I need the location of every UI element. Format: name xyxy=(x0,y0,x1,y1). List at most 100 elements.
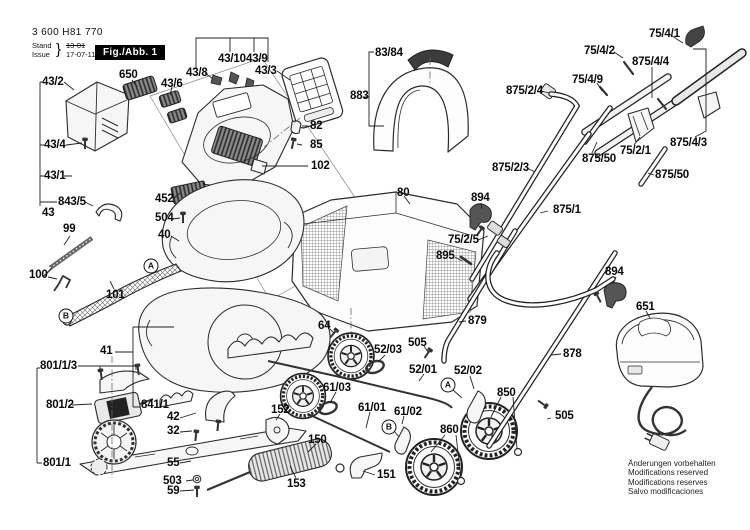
part-label-452: 452 xyxy=(155,193,174,205)
part-label-75-2-5: 75/2/5 xyxy=(448,234,479,246)
part-label-651: 651 xyxy=(636,301,655,313)
part-label-82: 82 xyxy=(310,120,323,132)
part-label-42: 42 xyxy=(167,411,180,423)
part-label-801-1-3: 801/1/3 xyxy=(40,360,77,372)
part-label-151: 151 xyxy=(377,469,396,481)
part-label-52-01: 52/01 xyxy=(409,364,437,376)
issue-label: Issue xyxy=(32,49,50,59)
construction-lines xyxy=(111,58,431,478)
hook-843-5 xyxy=(95,203,123,222)
motor-assembly xyxy=(90,370,154,476)
wedge-102 xyxy=(250,158,268,175)
nut-503 xyxy=(192,474,202,484)
part-label-894-a: 894 xyxy=(471,192,490,204)
part-label-801-2: 801/2 xyxy=(46,399,74,411)
control-cover xyxy=(281,57,344,129)
part-label-43-6: 43/6 xyxy=(161,78,183,90)
blade xyxy=(79,427,307,476)
part-label-503: 503 xyxy=(163,475,182,487)
marker-a-1: A xyxy=(143,258,159,274)
part-label-80: 80 xyxy=(397,187,410,199)
roller-axle-stub xyxy=(335,463,345,473)
battery-cell-43-6 xyxy=(158,90,188,124)
part-label-875-2-3: 875/2/3 xyxy=(492,162,529,174)
part-label-43-1: 43/1 xyxy=(44,170,66,182)
carry-handle xyxy=(373,67,469,153)
lever-894-b xyxy=(603,282,627,309)
marker-b-1: B xyxy=(58,308,74,324)
part-label-875-4-4: 875/4/4 xyxy=(632,56,669,68)
part-label-150: 150 xyxy=(308,434,327,446)
part-label-875-4-3: 875/4/3 xyxy=(670,137,707,149)
issue-brace: } xyxy=(56,41,62,58)
clamp-75-2-1 xyxy=(627,107,655,143)
leader-lines-left xyxy=(39,81,181,290)
part-label-875-50-b: 875/50 xyxy=(655,169,689,181)
part-label-41: 41 xyxy=(100,345,113,357)
part-label-850: 850 xyxy=(497,387,516,399)
part-label-505-b: 505 xyxy=(555,410,574,422)
part-label-75-4-1: 75/4/1 xyxy=(649,28,680,40)
modification-note: Salvo modificaciones xyxy=(628,487,704,497)
part-label-75-4-9: 75/4/9 xyxy=(572,74,603,86)
leader-lines-bottom xyxy=(329,328,552,479)
issue-value: 17-07-11 xyxy=(66,49,96,59)
part-label-61-02: 61/02 xyxy=(394,406,422,418)
part-label-32: 32 xyxy=(167,425,180,437)
part-label-83-84: 83/84 xyxy=(375,47,403,59)
latch-82 xyxy=(290,120,302,135)
figure-label: Fig./Abb. 1 xyxy=(95,45,166,60)
part-label-100: 100 xyxy=(29,269,48,281)
part-label-85: 85 xyxy=(310,139,323,151)
modification-note: Änderungen vorbehalten xyxy=(628,459,716,468)
part-label-52-02: 52/02 xyxy=(454,365,482,377)
part-label-843-5: 843/5 xyxy=(58,196,86,208)
part-label-875-2-4: 875/2/4 xyxy=(506,85,543,97)
part-label-43-2: 43/2 xyxy=(42,76,64,88)
deck-shell xyxy=(161,179,305,283)
washer-850 xyxy=(513,447,523,457)
part-label-895: 895 xyxy=(436,250,455,262)
part-label-875-1: 875/1 xyxy=(553,204,581,216)
part-label-40: 40 xyxy=(158,229,171,241)
issue-values: 13-01 17-07-11 xyxy=(66,41,96,59)
battery-pack xyxy=(65,81,130,152)
handle-tubes xyxy=(441,91,668,449)
part-label-43-4: 43/4 xyxy=(44,139,66,151)
part-label-43-3: 43/3 xyxy=(255,65,277,77)
handle-grip-83-84 xyxy=(407,49,454,71)
part-label-43-8: 43/8 xyxy=(186,67,208,79)
rod-61-01 xyxy=(307,413,391,453)
part-label-860: 860 xyxy=(440,424,459,436)
power-plug xyxy=(644,432,670,451)
stand-label: Stand xyxy=(32,41,52,50)
leader-lines-bottom-left xyxy=(36,326,376,492)
modification-note: Modifications reserved xyxy=(628,468,709,478)
part-label-61-03: 61/03 xyxy=(323,382,351,394)
leader-lines-top xyxy=(131,37,411,205)
charger xyxy=(615,312,704,451)
stand-value: 13-01 xyxy=(66,41,86,50)
comb-841-1 xyxy=(159,390,194,408)
part-label-801-1: 801/1 xyxy=(43,457,71,469)
rod-52-01 xyxy=(267,360,453,409)
bracket-151 xyxy=(349,452,383,479)
battery-cell-650 xyxy=(122,75,158,101)
ring-52-03 xyxy=(365,359,385,375)
part-label-841-1: 841/1 xyxy=(141,399,169,411)
part-label-883: 883 xyxy=(350,90,369,102)
wheel-860 xyxy=(404,437,464,497)
clamp-right xyxy=(697,91,721,119)
clip-100 xyxy=(53,274,72,292)
comb-strip xyxy=(227,332,314,359)
part-label-152: 152 xyxy=(271,404,290,416)
rod-99 xyxy=(43,236,94,277)
cam-61-02 xyxy=(394,426,411,455)
part-label-879: 879 xyxy=(468,315,487,327)
issue-block: Stand Issue xyxy=(32,41,52,59)
handlebar xyxy=(539,25,747,157)
part-label-43-9: 43/9 xyxy=(246,53,268,65)
pin-895 xyxy=(459,255,473,266)
part-label-64: 64 xyxy=(318,320,331,332)
